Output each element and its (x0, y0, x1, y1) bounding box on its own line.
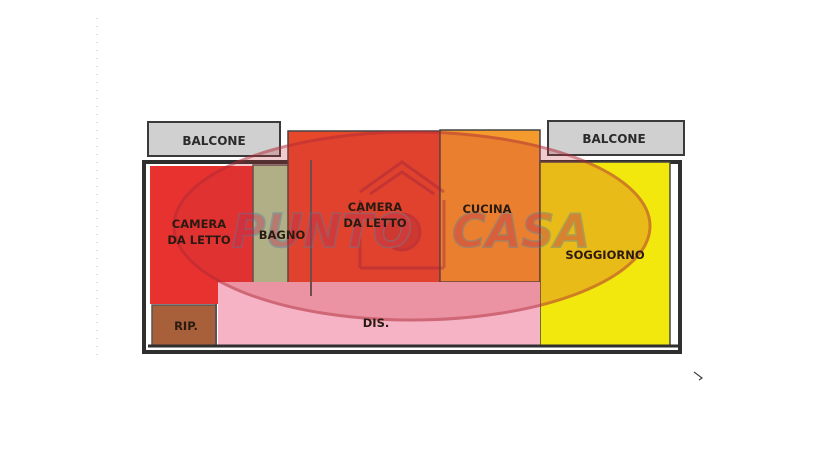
label-camera-2-line1: CAMERA (348, 200, 402, 214)
label-cucina: CUCINA (462, 202, 511, 216)
label-bagno: BAGNO (259, 228, 306, 242)
watermark: PUNTO CASA (172, 130, 652, 322)
label-camera-1-line2: DA LETTO (167, 233, 231, 247)
balcone-left-label: BALCONE (182, 134, 245, 148)
label-camera-1-line1: CAMERA (172, 217, 226, 231)
watermark-house-icon (358, 160, 446, 270)
label-camera-2-line2: DA LETTO (343, 216, 407, 230)
label-soggiorno: SOGGIORNO (565, 248, 644, 262)
balcone-right: BALCONE (547, 120, 685, 156)
room-soggiorno (539, 161, 671, 347)
balcone-left: BALCONE (147, 121, 281, 157)
scan-mark-corner (693, 371, 704, 381)
watermark-text-right: CASA (452, 204, 590, 258)
room-camera-1 (150, 166, 254, 304)
room-cucina (439, 129, 541, 283)
watermark-text-left: PUNTO (232, 204, 412, 258)
label-dis: DIS. (363, 316, 389, 330)
label-rip: RIP. (174, 319, 198, 333)
balcone-right-label: BALCONE (582, 132, 645, 146)
watermark-oval (172, 130, 652, 322)
